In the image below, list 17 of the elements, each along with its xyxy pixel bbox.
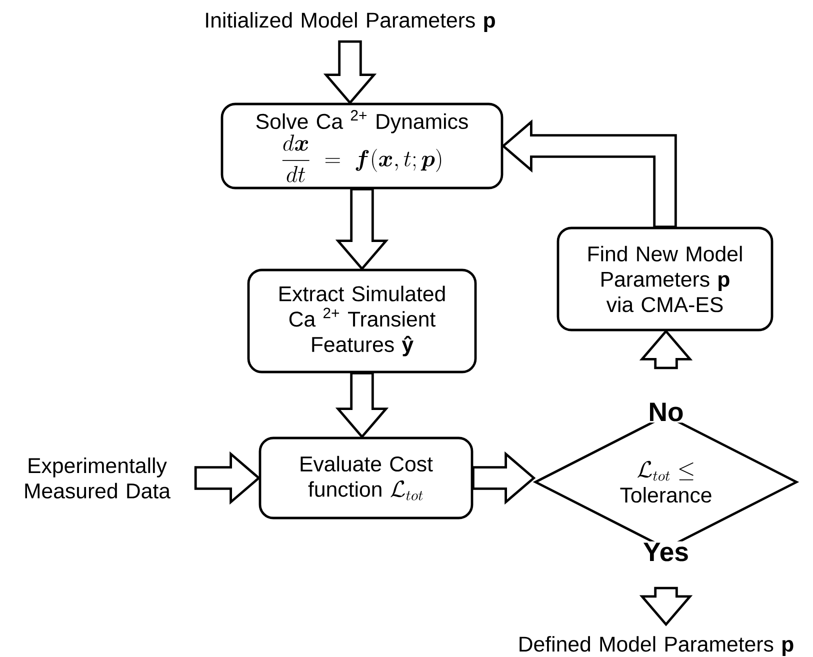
process-box: Find New Model Parameters p via CMA-ES: [556, 226, 774, 332]
block-arrow: [501, 119, 677, 228]
process-box: Solve Ca $^{2+}$ Dynamics $\frac{d\boldsymbol{x}}{dt} = \boldsymbol{f}(\boldsymbol{x}, t; \boldsymbol{p})$: [220, 102, 504, 190]
block-arrow: [194, 451, 261, 505]
block-arrow: [639, 329, 693, 370]
block-arrow: [335, 188, 389, 271]
text-label: Defined Model Parameters p: [520, 636, 794, 656]
process-box: Extract Simulated Ca $^{2+}$ Transient Features ŷ: [247, 268, 477, 374]
edge-label: Yes: [642, 541, 690, 563]
edge-label: No: [646, 401, 686, 423]
text-label: Initialized Model Parameters p: [206, 12, 495, 32]
block-arrow: [323, 40, 377, 105]
block-arrow: [335, 372, 389, 439]
text-label: Experimentally Measured Data: [25, 458, 170, 498]
block-arrow: [639, 586, 693, 626]
block-arrow: [472, 451, 536, 505]
process-box: Evaluate Cost function $\mathcal{L}_{tot}$: [258, 436, 474, 520]
